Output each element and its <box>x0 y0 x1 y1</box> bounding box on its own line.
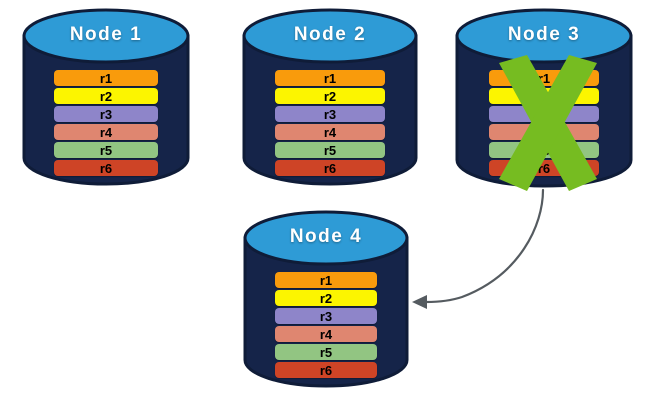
row-bar-r5[interactable]: r5 <box>275 142 385 158</box>
cylinder-top-ellipse <box>242 8 418 64</box>
node-row-list: r1 r2 r3 r4 r5 r6 <box>243 272 409 378</box>
row-bar-r2[interactable]: r2 <box>489 88 599 104</box>
node-row-list: r1 r2 r3 r4 r5 r6 <box>242 70 418 176</box>
row-bar-r1[interactable]: r1 <box>275 272 377 288</box>
row-bar-r3[interactable]: r3 <box>489 106 599 122</box>
row-bar-r5[interactable]: r5 <box>54 142 158 158</box>
row-bar-r5[interactable]: r5 <box>489 142 599 158</box>
row-bar-r3[interactable]: r3 <box>275 106 385 122</box>
row-bar-r4[interactable]: r4 <box>275 124 385 140</box>
row-bar-r1[interactable]: r1 <box>54 70 158 86</box>
cylinder-top-ellipse <box>243 210 409 266</box>
row-bar-r3[interactable]: r3 <box>275 308 377 324</box>
row-bar-r1[interactable]: r1 <box>489 70 599 86</box>
row-bar-r5[interactable]: r5 <box>275 344 377 360</box>
row-bar-r4[interactable]: r4 <box>275 326 377 342</box>
row-bar-r1[interactable]: r1 <box>275 70 385 86</box>
cylinder-top-ellipse <box>22 8 190 64</box>
cylinder-top-ellipse <box>455 8 633 64</box>
row-bar-r4[interactable]: r4 <box>54 124 158 140</box>
row-bar-r3[interactable]: r3 <box>54 106 158 122</box>
node-row-list: r1 r2 r3 r4 r5 r6 <box>22 70 190 176</box>
row-bar-r6[interactable]: r6 <box>489 160 599 176</box>
row-bar-r6[interactable]: r6 <box>275 160 385 176</box>
row-bar-r4[interactable]: r4 <box>489 124 599 140</box>
row-bar-r6[interactable]: r6 <box>275 362 377 378</box>
row-bar-r6[interactable]: r6 <box>54 160 158 176</box>
row-bar-r2[interactable]: r2 <box>275 290 377 306</box>
row-bar-r2[interactable]: r2 <box>54 88 158 104</box>
row-bar-r2[interactable]: r2 <box>275 88 385 104</box>
node-row-list: r1 r2 r3 r4 r5 r6 <box>455 70 633 176</box>
